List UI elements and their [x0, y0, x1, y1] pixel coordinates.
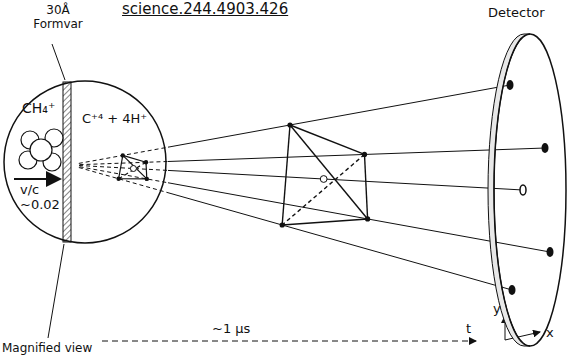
trajectories — [79, 80, 554, 295]
foil-label: 30Å Formvar — [30, 4, 86, 32]
node-text: C⁺⁴ + 4H⁺ — [82, 112, 147, 127]
formvar-foil — [63, 82, 71, 242]
detector-hit — [542, 143, 549, 153]
axis-label: t — [466, 322, 471, 337]
magnified-view-circle: CH₄⁺ C⁺⁴ + 4H⁺ v/c ~0.02 — [3, 80, 167, 244]
leader-line — [48, 244, 64, 338]
tetrahedron-edge — [145, 162, 147, 179]
detector-hit — [547, 247, 554, 257]
node-outline — [486, 4, 570, 350]
node-text: v/c ~0.02 — [20, 183, 64, 213]
ion-path-dashed — [80, 167, 168, 183]
time-label: ~1 µs — [212, 322, 250, 337]
tetrahedron-edge — [119, 155, 123, 178]
tetrahedron-edge — [119, 178, 147, 179]
axis-label: y — [493, 302, 501, 317]
detector-disk: Detector — [486, 4, 570, 350]
node-text: CH₄⁺ — [22, 100, 55, 116]
tetrahedron-edge — [119, 162, 146, 178]
callout-label: Magnified view — [2, 342, 92, 356]
proton — [145, 177, 149, 181]
tetrahedron-edge — [282, 154, 364, 225]
proton — [365, 216, 370, 221]
proton — [287, 122, 292, 127]
ion-path-dashed — [79, 147, 168, 163]
ion-path — [168, 170, 523, 190]
carbon-ion — [130, 166, 136, 172]
leader-line — [52, 44, 65, 80]
tetrahedron-edge — [123, 155, 147, 179]
proton — [280, 222, 285, 227]
ion-path — [168, 85, 510, 147]
proton — [362, 152, 367, 157]
proton — [144, 160, 148, 164]
circle-outline — [4, 81, 166, 243]
carbon-ion — [320, 176, 327, 183]
detector-face — [494, 34, 566, 346]
tetrahedron-edge — [282, 219, 367, 225]
detector-hit — [509, 285, 516, 295]
ion-path — [168, 193, 512, 290]
ion-path-dashed — [79, 166, 168, 171]
node-text: Detector — [488, 6, 545, 21]
detector-hit — [507, 80, 514, 90]
doi-label: science.244.4903.426 — [122, 1, 288, 18]
time-axis — [102, 341, 476, 342]
tetrahedron-edge — [282, 125, 290, 225]
axis-label: x — [546, 326, 554, 341]
ion-path-dashed — [80, 161, 169, 164]
velocity-arrow — [14, 178, 60, 180]
ion-path-dashed — [79, 168, 168, 193]
tetrahedron-edge — [290, 125, 368, 219]
proton — [116, 177, 120, 181]
proton — [121, 153, 125, 157]
tetrahedron-edge — [365, 154, 368, 218]
detector-hit — [520, 185, 526, 195]
methane-molecule — [19, 129, 63, 171]
tetrahedron-edge — [290, 125, 365, 154]
